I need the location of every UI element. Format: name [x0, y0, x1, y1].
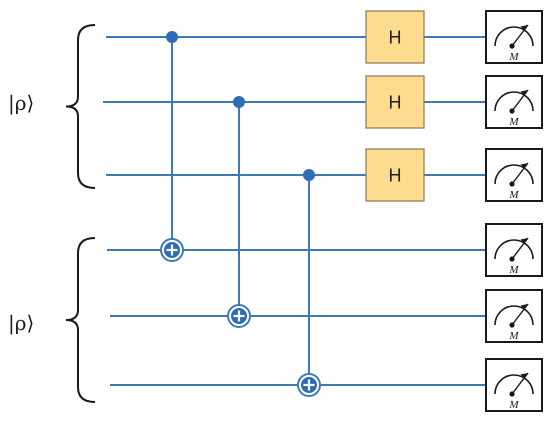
meter-arrowhead-0 — [520, 25, 528, 31]
wires-layer — [103, 36, 487, 386]
hadamard-label-2: H — [389, 166, 402, 186]
register-brace-1 — [65, 237, 96, 403]
measurement-label-2: M — [508, 189, 519, 201]
measurement-label-1: M — [508, 116, 519, 128]
measurement-label-3: M — [508, 264, 519, 276]
measurement-label-0: M — [508, 51, 519, 63]
meter-arrowhead-1 — [520, 90, 528, 96]
hadamard-gate-2 — [365, 148, 425, 202]
cnot-control-dot-0 — [166, 31, 178, 43]
meter-arrowhead-5 — [520, 373, 528, 379]
measurement-box-1 — [485, 75, 543, 129]
gates-layer: H H H — [160, 10, 425, 397]
meter-arc-0 — [494, 26, 534, 47]
measurement-label-4: M — [508, 330, 519, 342]
measurements-layer: M M M M M M — [485, 10, 543, 412]
measurement-box-5 — [485, 358, 543, 412]
cnot-lines-layer — [171, 37, 310, 385]
meter-arc-1 — [494, 91, 534, 112]
meter-arrowhead-3 — [520, 238, 528, 244]
meter-pivot-3 — [509, 256, 515, 262]
hadamard-gate-1 — [365, 75, 425, 129]
register-braces-layer: |ρ⟩ |ρ⟩ — [8, 24, 96, 403]
hadamard-label-0: H — [389, 28, 402, 48]
measurement-box-0 — [485, 10, 543, 64]
measurement-label-5: M — [508, 399, 519, 411]
meter-arc-4 — [494, 305, 534, 326]
measurement-box-4 — [485, 289, 543, 343]
meter-pivot-0 — [509, 43, 515, 49]
cnot-control-dot-1 — [233, 96, 245, 108]
hadamard-gate-0 — [365, 10, 425, 64]
meter-pivot-1 — [509, 108, 515, 114]
register-label-1: |ρ⟩ — [8, 311, 34, 336]
meter-pivot-5 — [509, 391, 515, 397]
meter-arrowhead-2 — [520, 163, 528, 169]
register-brace-0 — [65, 24, 96, 189]
measurement-box-3 — [485, 223, 543, 277]
cnot-control-dot-2 — [303, 169, 315, 181]
measurement-box-2 — [485, 148, 543, 202]
meter-pivot-4 — [509, 322, 515, 328]
meter-pivot-2 — [509, 181, 515, 187]
hadamard-label-1: H — [389, 93, 402, 113]
meter-arc-5 — [494, 374, 534, 395]
meter-arc-3 — [494, 239, 534, 260]
meter-arrowhead-4 — [520, 304, 528, 310]
meter-arc-2 — [494, 164, 534, 185]
register-label-0: |ρ⟩ — [8, 91, 34, 116]
